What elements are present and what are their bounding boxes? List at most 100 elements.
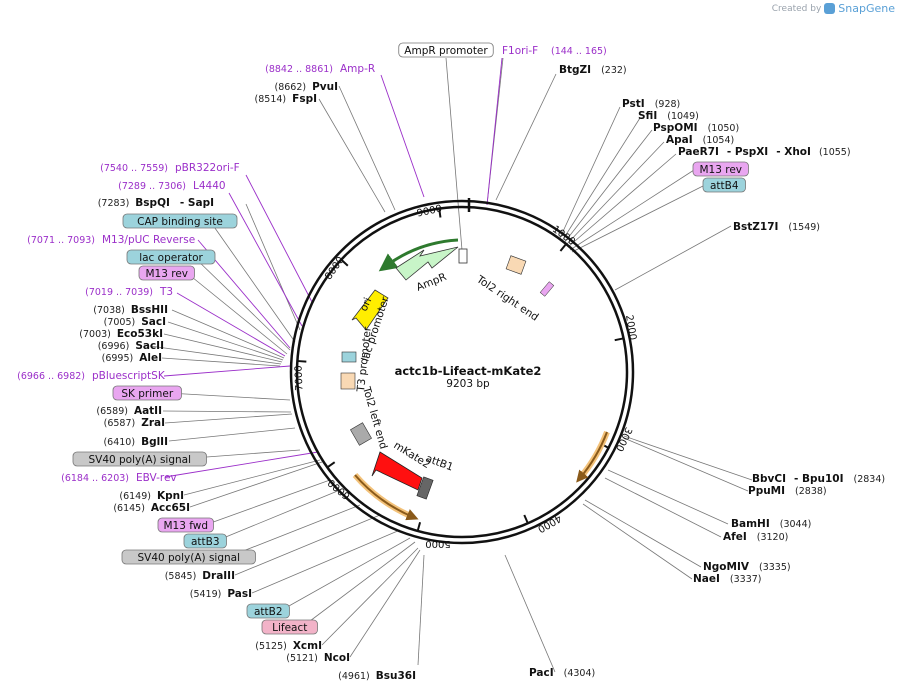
svg-text:pBluescriptSK: pBluescriptSK xyxy=(92,370,166,382)
outer-features xyxy=(352,238,610,521)
ruler-tick xyxy=(298,360,307,363)
svg-text:T3: T3 xyxy=(159,286,173,298)
ruler-tick xyxy=(438,209,442,218)
svg-text:SfiI(1049): SfiI(1049) xyxy=(638,110,699,122)
feature-label-box xyxy=(157,517,214,533)
feature-label: M13 rev xyxy=(699,164,742,176)
svg-text:ApaI(1054): ApaI(1054) xyxy=(666,134,734,146)
feature-label: M13 fwd xyxy=(163,520,208,532)
svg-text:(6995)AleI: (6995)AleI xyxy=(102,352,162,364)
feature-label-box xyxy=(183,533,227,549)
plasmid-size: 9203 bp xyxy=(446,378,490,390)
ruler-tick xyxy=(614,337,623,342)
ruler-label: 4000 xyxy=(535,512,563,534)
svg-text:(6996)SacII: (6996)SacII xyxy=(98,340,164,352)
svg-text:(7289 .. 7306): (7289 .. 7306) xyxy=(118,181,186,192)
ruler-label: 5000 xyxy=(425,538,450,549)
tol2-left-feature xyxy=(340,372,356,390)
svg-text:PaeR7I- PspXI- XhoI(1055): PaeR7I- PspXI- XhoI(1055) xyxy=(678,146,851,158)
svg-text:(6149)KpnI: (6149)KpnI xyxy=(119,490,184,502)
primer-leader-lines xyxy=(163,57,503,478)
attb1-feature xyxy=(416,476,434,500)
svg-text:M13/pUC Reverse: M13/pUC Reverse xyxy=(102,234,195,246)
svg-text:(144 .. 165): (144 .. 165) xyxy=(551,46,607,57)
svg-text:EBV-rev: EBV-rev xyxy=(136,472,177,484)
ampr-label: AmpR xyxy=(415,271,449,294)
svg-text:(6410)BglII: (6410)BglII xyxy=(103,436,168,448)
feature-label-box xyxy=(702,177,746,193)
feature-label-box xyxy=(692,161,749,177)
svg-text:(7019 .. 7039): (7019 .. 7039) xyxy=(85,287,153,298)
svg-text:(8842 .. 8861): (8842 .. 8861) xyxy=(265,64,333,75)
svg-text:(7038)BssHII: (7038)BssHII xyxy=(93,304,168,316)
svg-text:AfeI(3120): AfeI(3120) xyxy=(723,531,788,543)
feature-label-box xyxy=(138,265,195,281)
svg-text:PpuMI(2838): PpuMI(2838) xyxy=(748,485,827,497)
enzymes-left: (8662)PvuI (8514)FspI (7283)BspQI- SapI … xyxy=(79,81,416,682)
feature-label: attB2 xyxy=(254,606,283,618)
feature-label: SV40 poly(A) signal xyxy=(88,454,191,466)
svg-text:(7071 .. 7093): (7071 .. 7093) xyxy=(27,235,95,246)
svg-text:BtgZI(232): BtgZI(232) xyxy=(559,64,627,76)
feature-label: SV40 poly(A) signal xyxy=(137,552,240,564)
snapgene-credit: Created by SnapGene xyxy=(772,2,895,15)
svg-text:(7283)BspQI- SapI: (7283)BspQI- SapI xyxy=(98,197,214,209)
primer-labels: F1ori-F (144 .. 165) (8842 .. 8861) Amp-… xyxy=(17,45,607,484)
svg-text:(6589)AatII: (6589)AatII xyxy=(96,405,162,417)
snapgene-logo-icon xyxy=(824,3,836,14)
enzyme-name: BtgZI xyxy=(559,64,591,76)
svg-text:NaeI(3337): NaeI(3337) xyxy=(693,573,762,585)
credit-brand: SnapGene xyxy=(838,2,895,15)
svg-text:(6966 .. 6982): (6966 .. 6982) xyxy=(17,371,85,382)
svg-text:(5845)DraIII: (5845)DraIII xyxy=(165,570,235,582)
feature-label-box xyxy=(122,213,238,229)
svg-text:(5125)XcmI: (5125)XcmI xyxy=(255,640,322,652)
svg-text:pBR322ori-F: pBR322ori-F xyxy=(175,162,240,174)
feature-label: lac operator xyxy=(139,252,203,264)
feature-label: Lifeact xyxy=(272,622,307,634)
feature-label-box xyxy=(121,549,256,565)
svg-text:(7003)Eco53kI: (7003)Eco53kI xyxy=(79,328,163,340)
credit-prefix: Created by xyxy=(771,3,822,14)
svg-text:(8662)PvuI: (8662)PvuI xyxy=(274,81,338,93)
ruler-tick xyxy=(341,259,349,267)
feature-label: attB4 xyxy=(710,180,739,192)
ruler-label: 9000 xyxy=(416,204,443,220)
svg-text:(5419)PasI: (5419)PasI xyxy=(190,588,252,600)
enzymes-right: BtgZI(232) PstI(928) SfiI(1049) PspOMI(1… xyxy=(529,64,885,679)
svg-text:F1ori-F: F1ori-F xyxy=(502,45,538,57)
svg-text:(6587)ZraI: (6587)ZraI xyxy=(104,417,165,429)
ruler-tick xyxy=(416,521,422,531)
feature-label: AmpR promoter xyxy=(404,45,488,57)
ampr-promoter-feature xyxy=(458,248,468,264)
feature-label: CAP binding site xyxy=(137,216,223,228)
tol2-right-end-label: Tol2 right end xyxy=(473,273,540,324)
ori-feature xyxy=(351,289,389,331)
ruler-label: 6000 xyxy=(326,477,353,502)
feature-label: M13 rev xyxy=(145,268,188,280)
feature-label-box xyxy=(398,42,494,58)
svg-text:(6184 .. 6203): (6184 .. 6203) xyxy=(61,473,129,484)
svg-text:PacI(4304): PacI(4304) xyxy=(529,667,595,679)
feature-label-box xyxy=(261,619,318,635)
feature-label-box xyxy=(72,451,207,467)
svg-text:PspOMI(1050): PspOMI(1050) xyxy=(653,122,739,134)
ruler-label: 2000 xyxy=(623,314,638,341)
ruler-label: 7000 xyxy=(294,365,306,391)
feature-label-box xyxy=(246,603,290,619)
leader-lines xyxy=(149,57,753,673)
svg-text:BbvCI- Bpu10I(2834): BbvCI- Bpu10I(2834) xyxy=(752,473,885,485)
svg-text:Amp-R: Amp-R xyxy=(340,63,375,75)
feature-label-box xyxy=(126,249,216,265)
tol2-right-feature xyxy=(505,255,527,275)
svg-text:NgoMIV(3335): NgoMIV(3335) xyxy=(703,561,791,573)
svg-text:(6145)Acc65I: (6145)Acc65I xyxy=(113,502,190,514)
svg-text:PstI(928): PstI(928) xyxy=(622,98,680,110)
feature-label-box xyxy=(112,385,182,401)
feature-label: SK primer xyxy=(121,388,173,400)
ruler-tick xyxy=(523,514,529,523)
plasmid-name: actc1b-Lifeact-mKate2 xyxy=(395,364,542,378)
